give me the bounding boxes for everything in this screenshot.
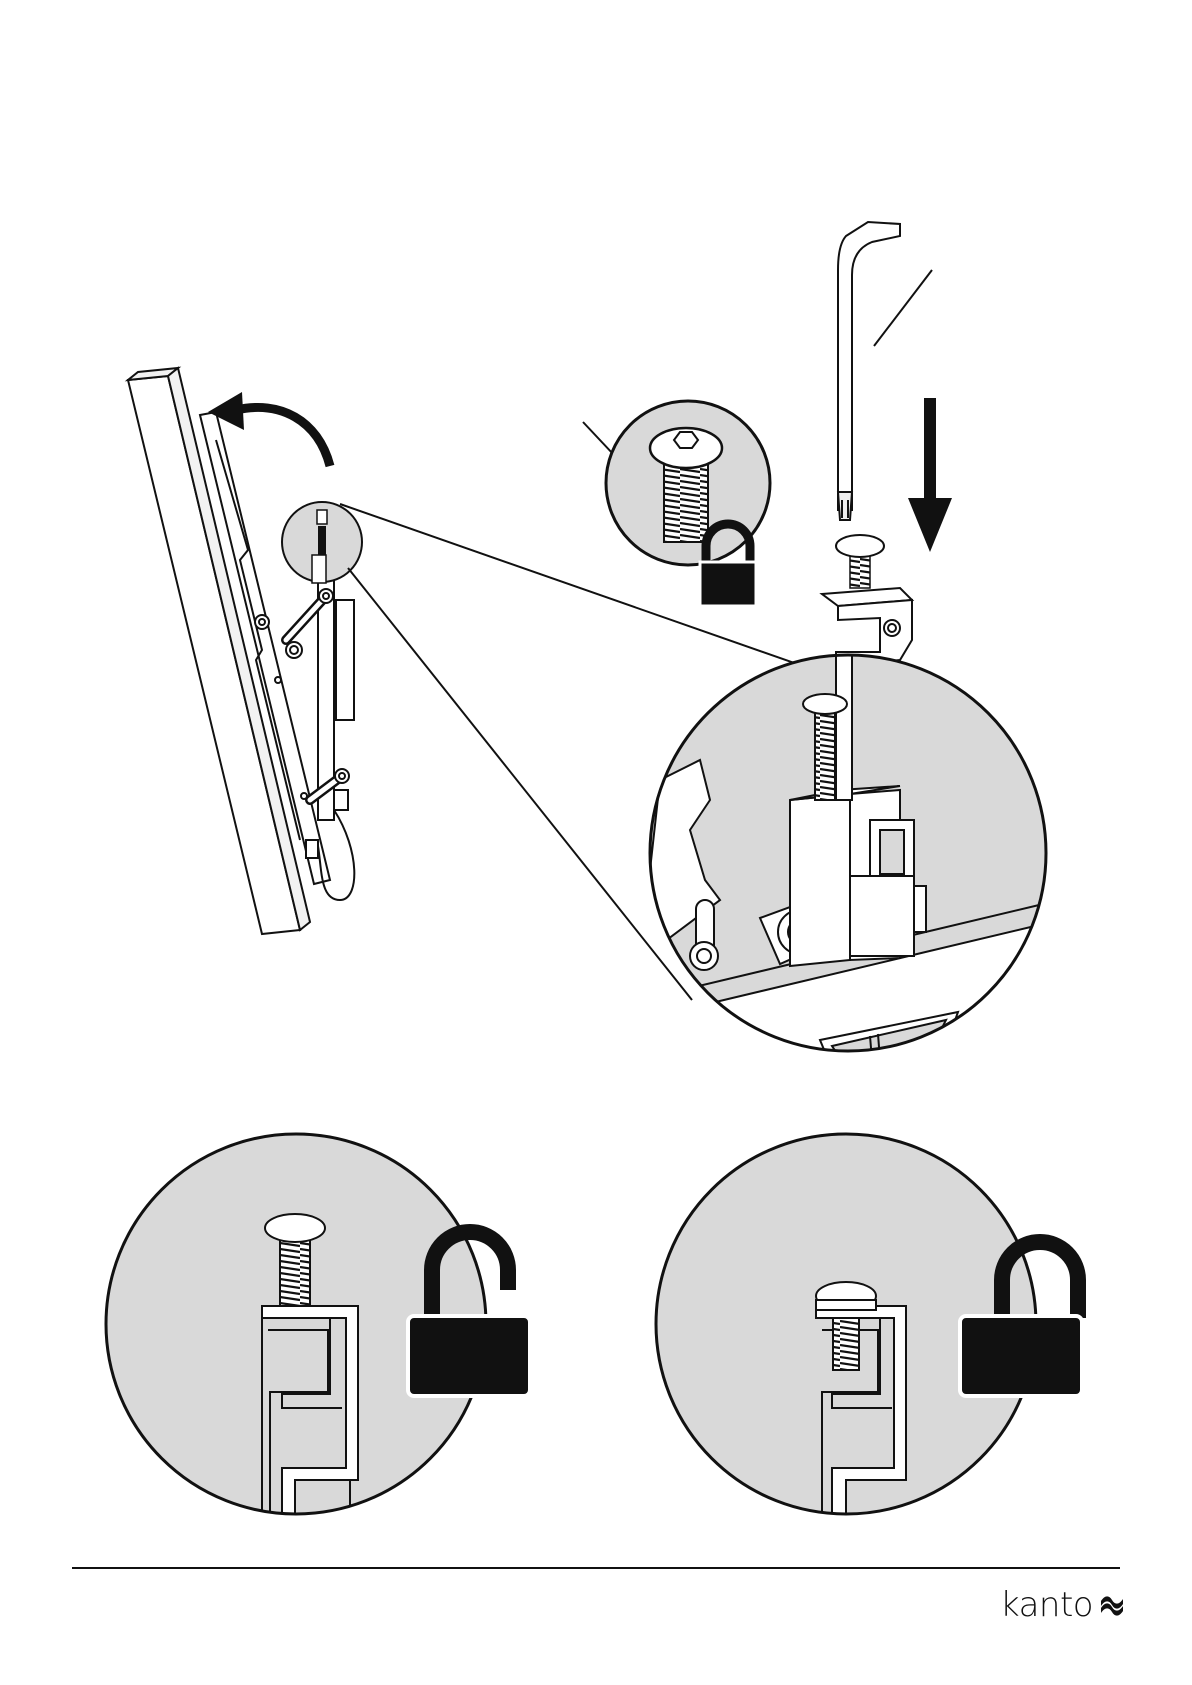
locked-state-detail: [656, 1134, 1082, 1530]
kanto-wave-icon: [1099, 1592, 1125, 1618]
brand-name: kanto: [1000, 1588, 1093, 1622]
torx-key-icon: [838, 222, 900, 520]
zoom-detail-circle: [640, 650, 1060, 1064]
down-arrow-icon: [908, 398, 952, 552]
tv-side-view: [128, 368, 354, 934]
screw-icon: [836, 535, 884, 588]
tool-leader-line: [874, 270, 932, 346]
brand-logo: kanto: [1000, 1580, 1130, 1630]
unlocked-state-detail: [106, 1134, 530, 1530]
screw-detail: [583, 401, 770, 606]
